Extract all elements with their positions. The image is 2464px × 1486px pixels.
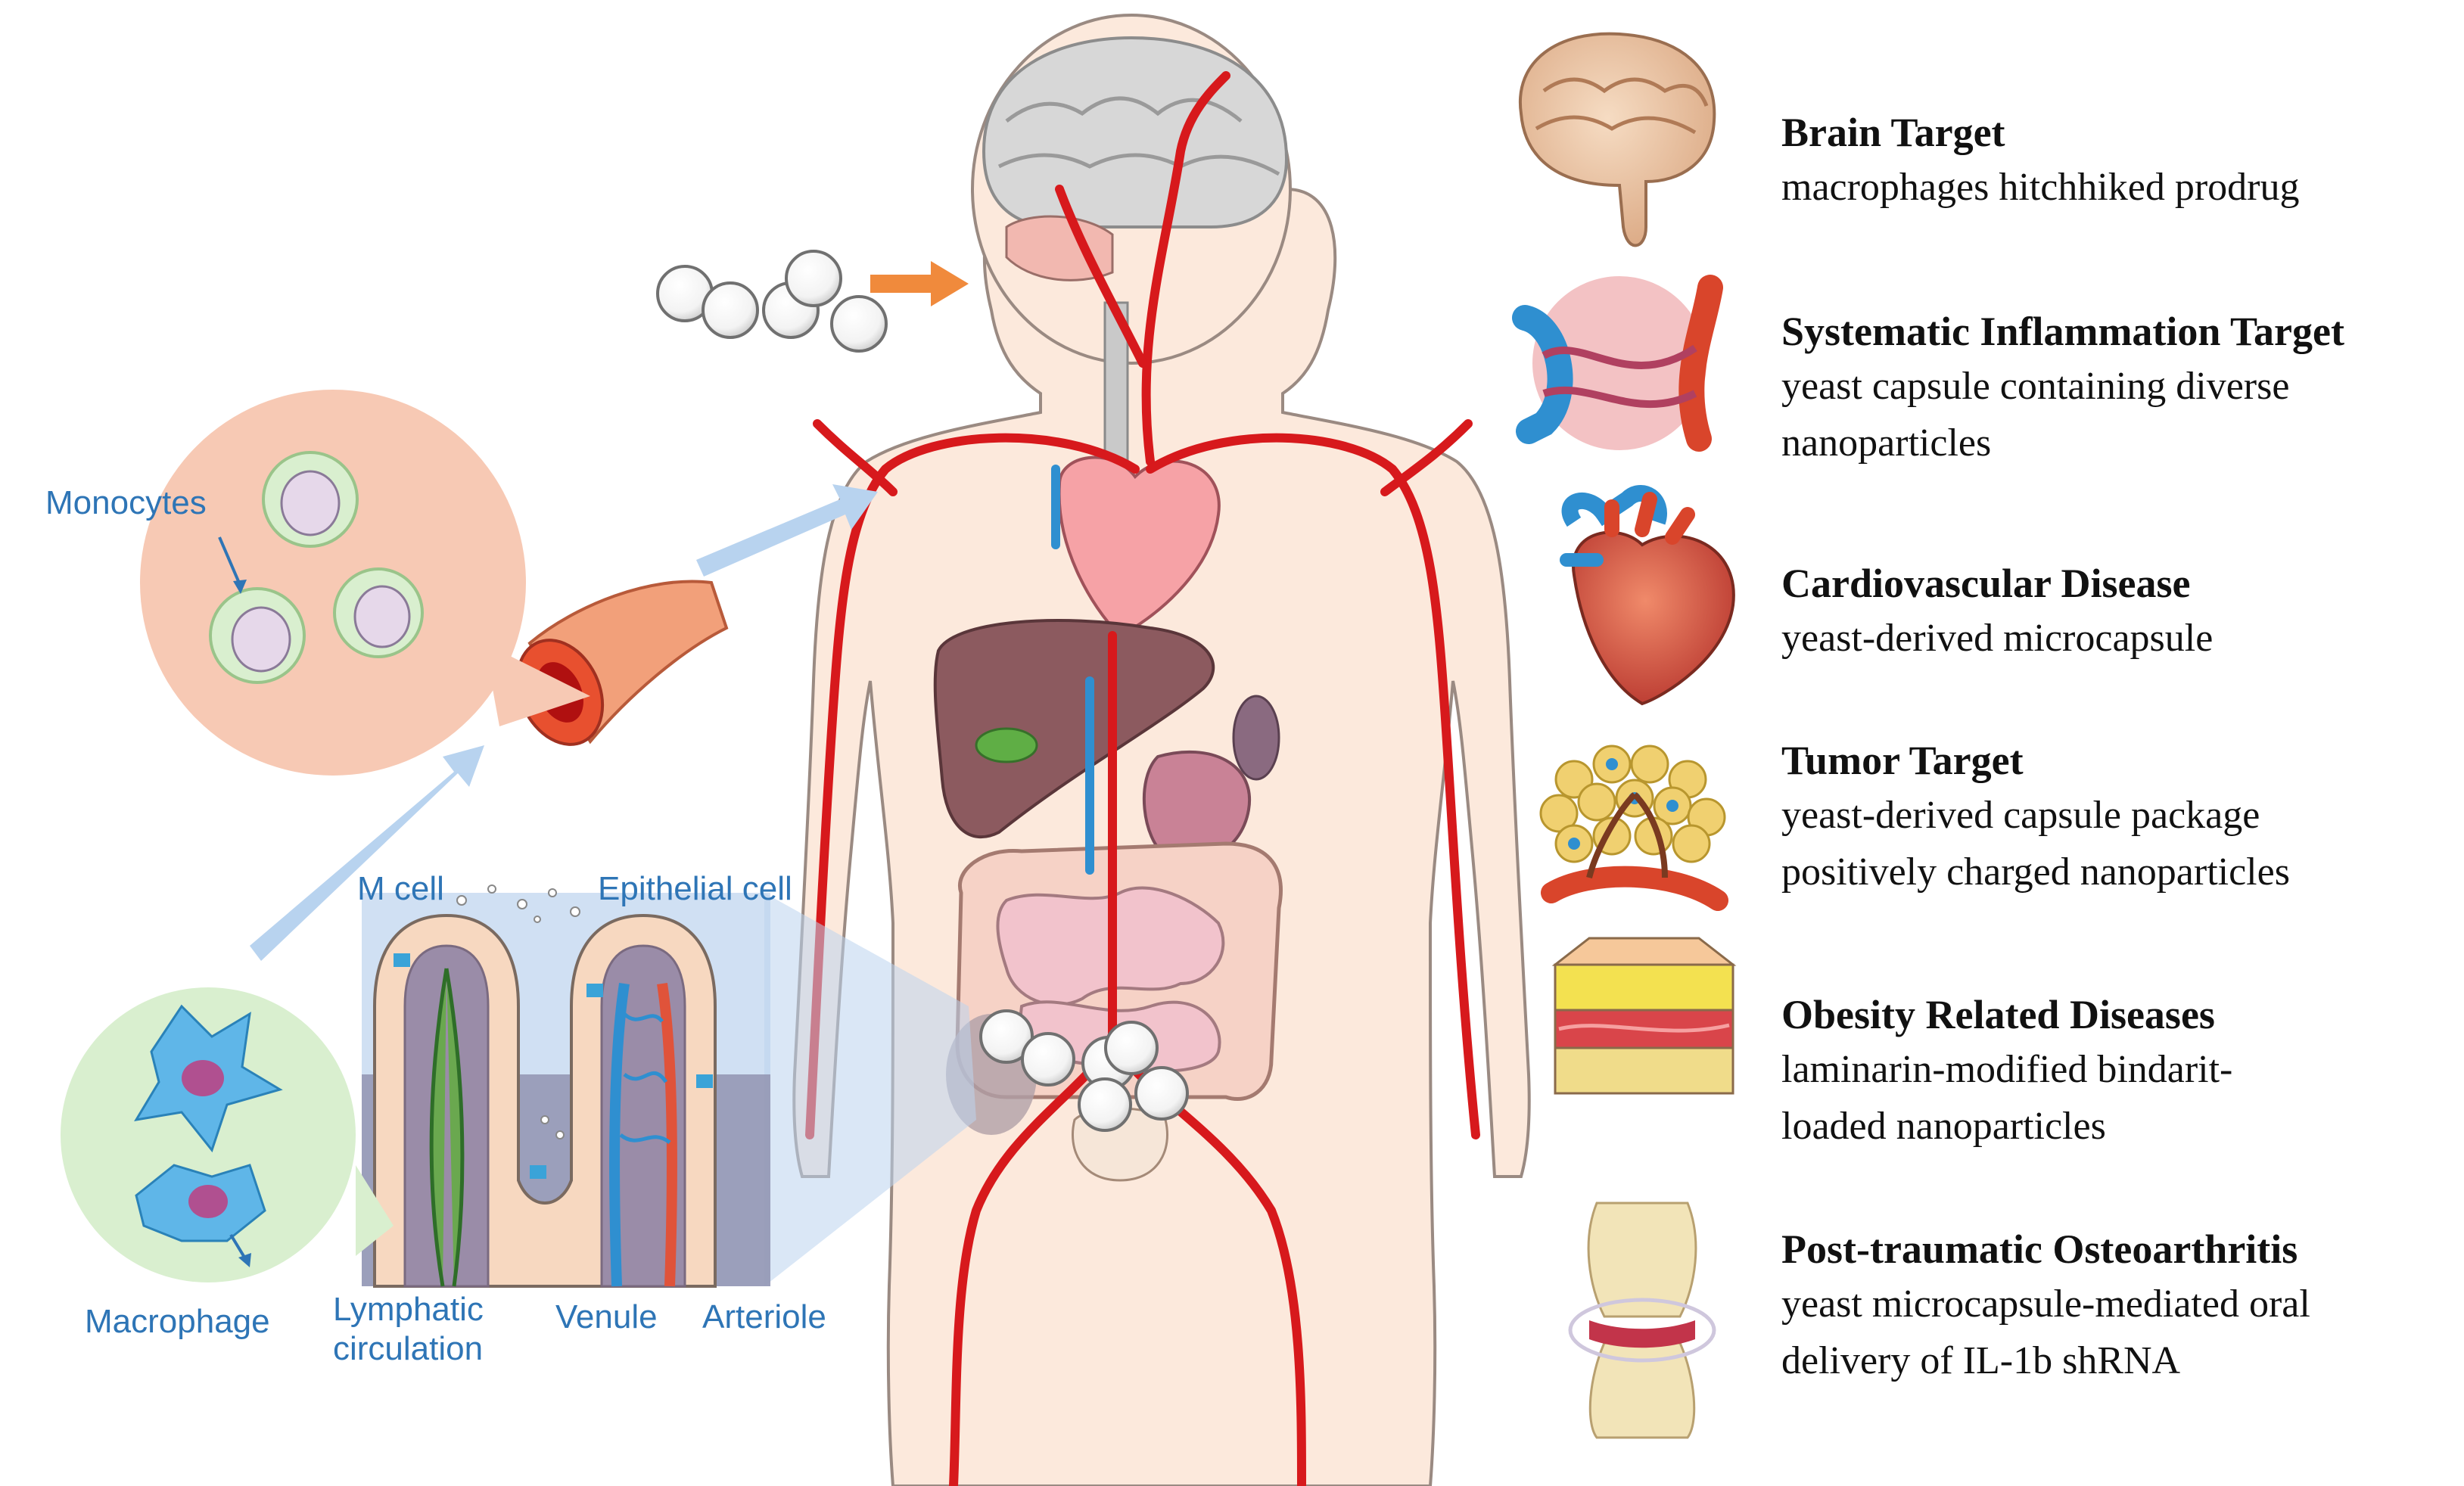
target-description: yeast capsule containing diverse (1781, 364, 2290, 408)
macrophage-cell (135, 1164, 266, 1242)
fat-tissue-icon (1551, 937, 1737, 1095)
oral-nanoparticles (656, 250, 888, 353)
target-description: laminarin-modified bindarit- (1781, 1047, 2233, 1091)
target-description: delivery of IL-1b shRNA (1781, 1338, 2181, 1382)
blue-arrow-lower (250, 745, 484, 961)
target-description: yeast-derived microcapsule (1781, 616, 2214, 660)
liver-organ (933, 619, 1215, 839)
brain-icon (1518, 32, 1716, 247)
target-description: nanoparticles (1781, 421, 1992, 465)
target-title: Cardiovascular Disease (1781, 561, 2191, 606)
target-cardiovascular: Cardiovascular Disease yeast-derived mic… (1781, 558, 2213, 667)
tumor-icon (1539, 745, 1728, 911)
m-cell-label: M cell (357, 870, 444, 907)
macrophage-label: Macrophage (85, 1303, 270, 1340)
nasal-cavity (1005, 215, 1114, 281)
monocyte-cell (262, 451, 359, 548)
monocyte-cell (209, 587, 306, 684)
arteriole-vessel (657, 982, 677, 1287)
magnification-wedge (764, 893, 976, 1286)
target-description: macrophages hitchhiked prodrug (1781, 165, 2300, 209)
target-title: Obesity Related Diseases (1781, 992, 2215, 1037)
lymphatic-vessel (429, 968, 465, 1287)
target-tumor: Tumor Target yeast-derived capsule packa… (1781, 735, 2290, 900)
heart-icon (1560, 485, 1735, 706)
target-description: yeast microcapsule-mediated oral (1781, 1282, 2310, 1326)
target-obesity: Obesity Related Diseases laminarin-modif… (1781, 990, 2232, 1155)
target-description: yeast-derived capsule package (1781, 793, 2260, 837)
target-osteoarthritis: Post-traumatic Osteoarthritis yeast micr… (1781, 1224, 2310, 1389)
target-brain: Brain Target macrophages hitchhiked prod… (1781, 107, 2299, 216)
orange-arrow (870, 261, 969, 306)
venule-label: Venule (555, 1298, 658, 1335)
lymphatic-label-line1: Lymphatic (333, 1291, 484, 1328)
monocyte-bubble (140, 390, 590, 776)
blood-vessel-icon (1512, 275, 1723, 452)
veins (1051, 465, 1094, 875)
intestinal-villi-panel (362, 884, 770, 1288)
spleen (1232, 695, 1280, 781)
macrophage-bubble (61, 987, 394, 1282)
blue-arrow-upper (696, 484, 878, 577)
target-title: Post-traumatic Osteoarthritis (1781, 1226, 2298, 1272)
epithelial-cell-label: Epithelial cell (598, 870, 792, 907)
human-body-illustration (792, 14, 1531, 1486)
target-description: positively charged nanoparticles (1781, 850, 2290, 894)
monocytes-label: Monocytes (45, 484, 207, 521)
target-title: Systematic Inflammation Target (1781, 309, 2344, 354)
knee-joint-icon (1568, 1202, 1716, 1439)
target-systematic-inflammation: Systematic Inflammation Target yeast cap… (1781, 306, 2344, 471)
gallbladder (975, 727, 1038, 763)
brain-in-head (982, 36, 1289, 228)
monocyte-cell (333, 567, 424, 658)
venule-vessel (609, 982, 630, 1287)
target-title: Brain Target (1781, 110, 2005, 155)
target-description: loaded nanoparticles (1781, 1104, 2106, 1148)
macrophage-cell (134, 1004, 283, 1153)
lymphatic-label-line2: circulation (333, 1330, 484, 1367)
target-title: Tumor Target (1781, 738, 2024, 783)
arteriole-label: Arteriole (702, 1298, 826, 1335)
